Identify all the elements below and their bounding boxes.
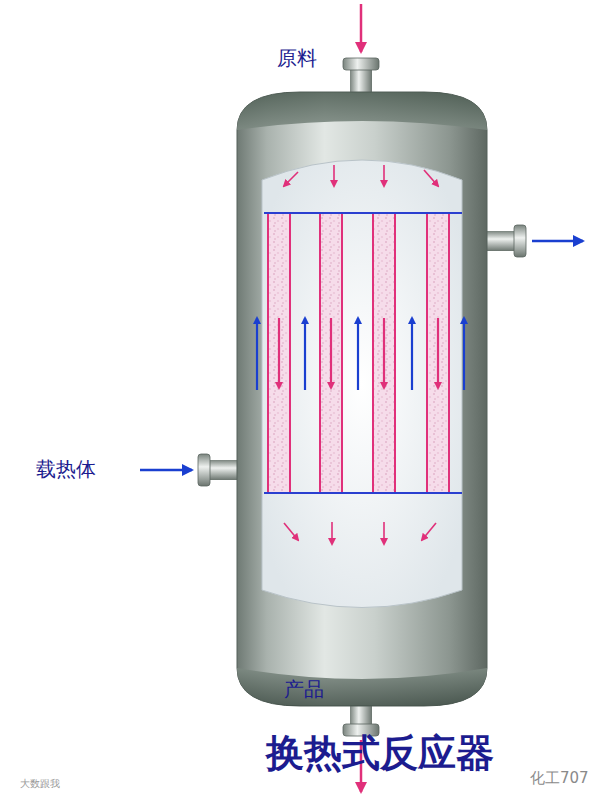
inlet-label: 原料 (277, 47, 317, 69)
feed-flow-arrow (330, 318, 332, 388)
reactor-tube (427, 213, 449, 493)
watermark: 化工707 (530, 770, 589, 787)
feed-flow-arrow (437, 318, 439, 388)
carrier-flow-arrow (304, 318, 306, 390)
inlet-label: 载热体 (36, 458, 96, 480)
reactor-tube (373, 213, 395, 493)
feed-flow-arrow (278, 318, 280, 388)
feed-flow-arrow (383, 318, 385, 388)
carrier-flow-arrow (463, 318, 465, 390)
watermark: 大数跟我 (20, 778, 60, 789)
carrier-flow-arrow (256, 318, 258, 390)
outlet-label: 产品 (284, 678, 324, 700)
reactor-tube (320, 213, 342, 493)
carrier-flow-arrow (411, 318, 413, 390)
reactor-tube (268, 213, 290, 493)
diagram-title: 换热式反应器 (266, 733, 494, 775)
carrier-flow-arrow (357, 318, 359, 390)
